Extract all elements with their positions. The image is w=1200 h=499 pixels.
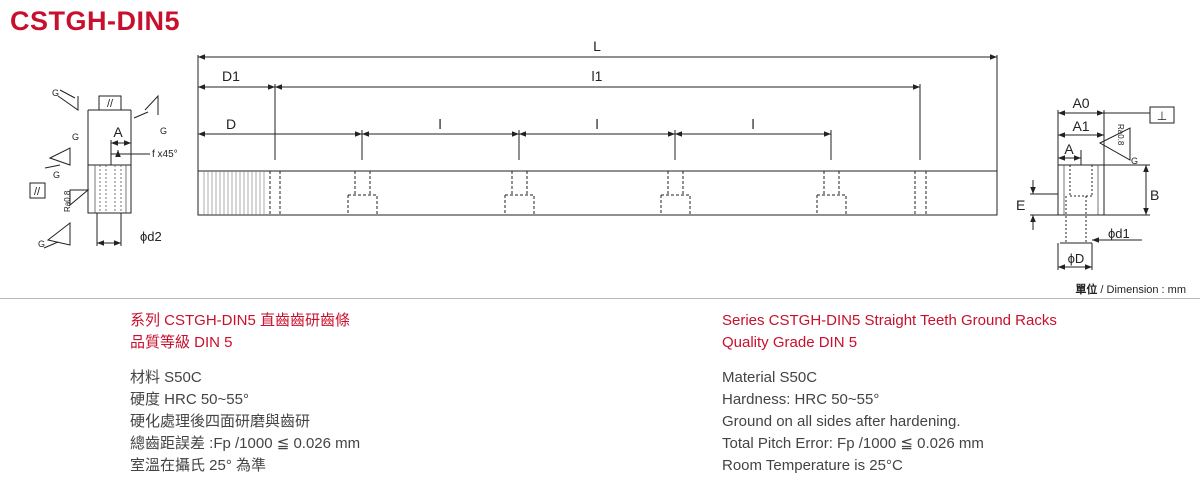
left-view-labels: A f x45° ϕd2 // // G G G G G Ra0.8 [34, 88, 178, 249]
series-heading-en: Series CSTGH-DIN5 Straight Teeth Ground … [722, 312, 1057, 329]
units-note: 單位 / Dimension : mm [1075, 281, 1186, 297]
left-side-view [29, 89, 159, 249]
front-view [197, 54, 998, 216]
perpendicular-symbol: ⊥ [1157, 109, 1167, 123]
page-title: CSTGH-DIN5 [10, 6, 181, 36]
grind-mark-1: G [52, 88, 59, 98]
dim-phiD-label: ϕD [1068, 251, 1085, 266]
spec-line-cn: 硬度 HRC 50~55° [130, 391, 249, 408]
chamfer-label: f x45° [152, 149, 178, 160]
grind-mark-4: G [53, 170, 60, 180]
dim-A0-label: A0 [1072, 95, 1089, 111]
dim-l1-label: l1 [592, 68, 603, 84]
spec-line-en: Room Temperature is 25°C [722, 457, 903, 474]
technical-drawing: A f x45° ϕd2 // // G G G G G Ra0.8 [29, 38, 1175, 270]
spec-line-en: Ground on all sides after hardening. [722, 413, 961, 430]
spec-english: Series CSTGH-DIN5 Straight Teeth Ground … [722, 310, 1057, 477]
dim-B-label: B [1150, 187, 1159, 203]
parallel-symbol-side: // [34, 186, 41, 198]
divider [0, 298, 1200, 299]
dim-l-label-1: l [438, 116, 441, 132]
spec-line-cn: 硬化處理後四面研磨與齒研 [130, 413, 311, 430]
spec-line-cn: 材料 S50C [130, 369, 202, 386]
dim-d2-label: ϕd2 [140, 229, 162, 244]
spec-line-cn: 室溫在攝氏 25° 為準 [130, 457, 267, 474]
dim-A-right-label: A [1064, 141, 1074, 157]
dim-l-label-3: l [751, 116, 754, 132]
dim-A1-label: A1 [1072, 118, 1089, 134]
dim-l-label-2: l [595, 116, 598, 132]
grind-mark-3: G [72, 132, 79, 142]
grind-mark-2: G [160, 126, 167, 136]
dim-a-label: A [113, 124, 123, 140]
grind-mark-right: G [1131, 156, 1138, 166]
spec-line-en: Material S50C [722, 369, 818, 386]
roughness-right: Ra0.8 [1116, 124, 1125, 146]
spec-line-en: Hardness: HRC 50~55° [722, 391, 880, 408]
dim-D1-label: D1 [222, 68, 240, 84]
grade-heading-en: Quality Grade DIN 5 [722, 334, 858, 351]
parallel-symbol-top: // [107, 98, 114, 110]
dim-E-label: E [1016, 197, 1025, 213]
front-view-labels: L l1 D1 D l l l [222, 38, 755, 132]
spec-chinese: 系列 CSTGH-DIN5 直齒齒研齒條 品質等級 DIN 5 材料 S50C … [130, 310, 360, 477]
series-heading-cn: 系列 CSTGH-DIN5 直齒齒研齒條 [130, 312, 351, 329]
dim-D-label: D [226, 116, 236, 132]
units-label: 單位 [1075, 284, 1098, 296]
right-side-view [1030, 106, 1175, 270]
spec-line-cn: 總齒距誤差 :Fp /1000 ≦ 0.026 mm [130, 435, 361, 452]
right-view-labels: A0 A1 A B E ϕd1 ϕD ⊥ Ra0.8 G [1016, 95, 1167, 266]
dim-L-label: L [593, 38, 601, 54]
units-text: / Dimension : mm [1097, 284, 1186, 296]
dim-d1-label: ϕd1 [1108, 226, 1130, 241]
grind-mark-5: G [38, 239, 45, 249]
grade-heading-cn: 品質等級 DIN 5 [130, 334, 233, 351]
spec-line-en: Total Pitch Error: Fp /1000 ≦ 0.026 mm [722, 435, 984, 452]
roughness-left: Ra0.8 [63, 190, 72, 212]
